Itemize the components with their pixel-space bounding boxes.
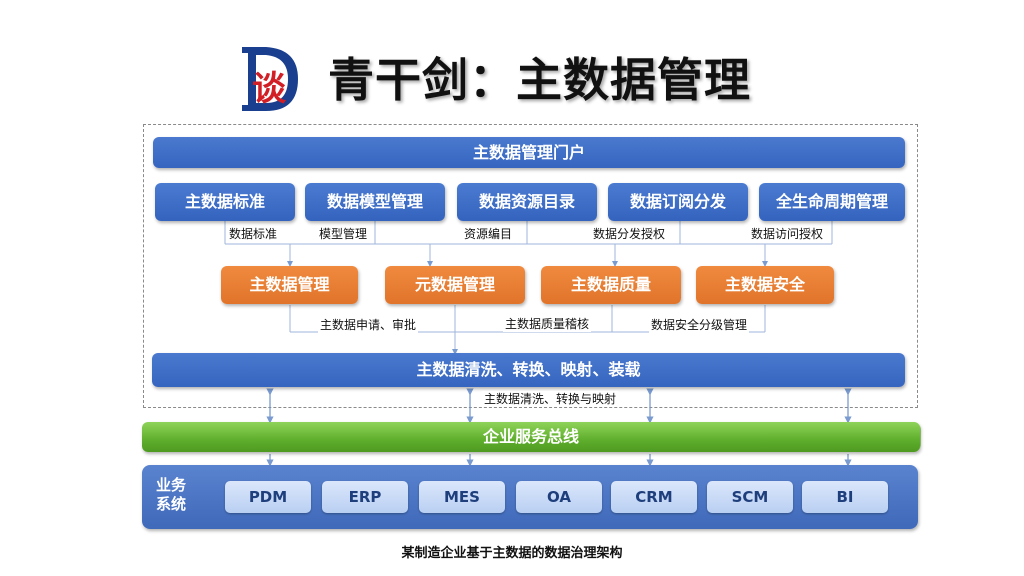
- module-data-subscription: 数据订阅分发: [608, 183, 748, 221]
- cleansing-bar: 主数据清洗、转换、映射、装载: [152, 353, 905, 387]
- module-master-data-quality: 主数据质量: [541, 266, 681, 304]
- cleansing-label: 主数据清洗、转换、映射、装载: [416, 360, 641, 379]
- system-erp: ERP: [322, 481, 408, 513]
- link-label-catalog: 资源编目: [462, 226, 515, 242]
- module-metadata-management: 元数据管理: [385, 266, 525, 304]
- business-label-line2: 系统: [156, 495, 187, 513]
- page-title: 青干剑：主数据管理: [328, 53, 751, 107]
- module-lifecycle-management: 全生命周期管理: [759, 183, 905, 221]
- business-label-line1: 业务: [156, 476, 187, 494]
- portal-bar: 主数据管理门户: [153, 137, 905, 168]
- link-label-cleansing: 主数据清洗、转换与映射: [482, 391, 619, 407]
- figure-caption: 某制造企业基于主数据的数据治理架构: [401, 546, 623, 561]
- link-label-access: 数据访问授权: [749, 226, 826, 242]
- architecture-frame: [143, 124, 918, 408]
- logo-text: D谈: [252, 69, 286, 109]
- link-label-distribute: 数据分发授权: [591, 226, 668, 242]
- logo-mark: [242, 47, 298, 111]
- logo-glyph: D谈: [252, 69, 286, 118]
- business-systems-label: 业务 系统: [156, 476, 196, 514]
- system-oa: OA: [516, 481, 602, 513]
- module-data-resource-catalog: 数据资源目录: [457, 183, 597, 221]
- enterprise-service-bus: 企业服务总线: [142, 422, 920, 452]
- module-master-data-management: 主数据管理: [221, 266, 358, 304]
- logo: D谈: [236, 43, 302, 115]
- system-mes: MES: [419, 481, 505, 513]
- link-label-quality: 主数据质量稽核: [503, 316, 592, 332]
- module-master-data-security: 主数据安全: [696, 266, 834, 304]
- bus-label: 企业服务总线: [482, 427, 579, 446]
- link-label-model: 模型管理: [317, 226, 370, 242]
- link-label-apply: 主数据申请、审批: [318, 317, 419, 333]
- link-label-standard: 数据标准: [227, 226, 280, 242]
- module-master-data-standard: 主数据标准: [155, 183, 295, 221]
- module-data-model-management: 数据模型管理: [305, 183, 445, 221]
- system-crm: CRM: [611, 481, 697, 513]
- link-label-security: 数据安全分级管理: [649, 317, 750, 333]
- system-bi: BI: [802, 481, 888, 513]
- system-scm: SCM: [707, 481, 793, 513]
- system-pdm: PDM: [225, 481, 311, 513]
- portal-label: 主数据管理门户: [472, 143, 585, 162]
